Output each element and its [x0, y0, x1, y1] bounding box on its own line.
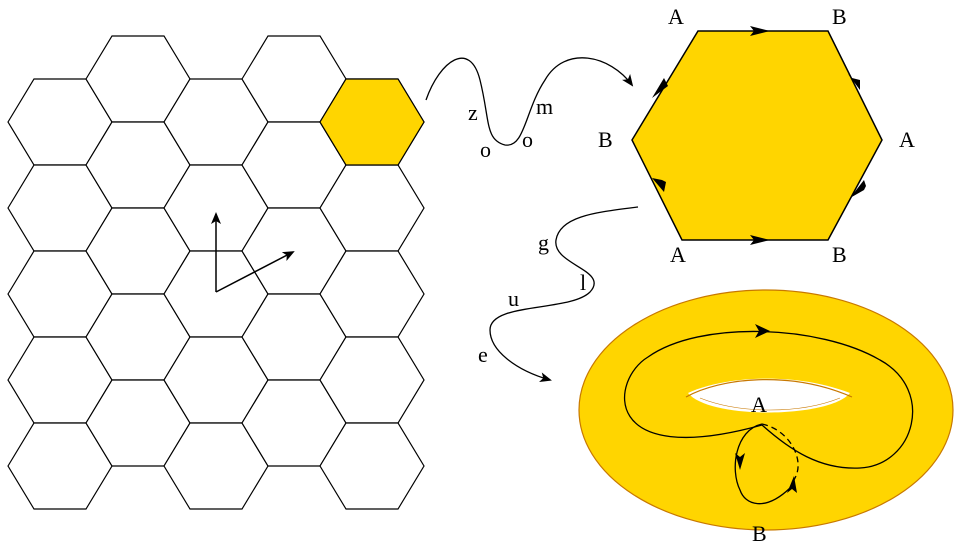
vertex-label-bottom-right: B — [832, 242, 847, 267]
vertex-label-top-left: A — [668, 4, 684, 29]
glue-letter-e: e — [478, 342, 488, 367]
unit-cell-hexagon-fill — [632, 31, 882, 240]
vertex-label-bottom-left: A — [670, 242, 686, 267]
zoom-letter-o1: o — [480, 137, 491, 162]
glue-letter-l: l — [580, 270, 586, 295]
zoom-letter-m: m — [536, 94, 553, 119]
vertex-label-left: B — [598, 127, 613, 152]
torus-label-bottom: B — [752, 521, 767, 546]
glue-letter-g: g — [538, 230, 549, 255]
vertex-label-top-right: B — [832, 4, 847, 29]
zoom-letter-o2: o — [522, 127, 533, 152]
zoom-letter-z: z — [468, 100, 478, 125]
torus-label-top: A — [751, 392, 767, 417]
vertex-label-right: A — [899, 127, 915, 152]
unit-cell-hexagon: A B B A A B — [598, 4, 915, 267]
glue-letter-u: u — [508, 286, 519, 311]
torus: A B — [579, 290, 953, 546]
